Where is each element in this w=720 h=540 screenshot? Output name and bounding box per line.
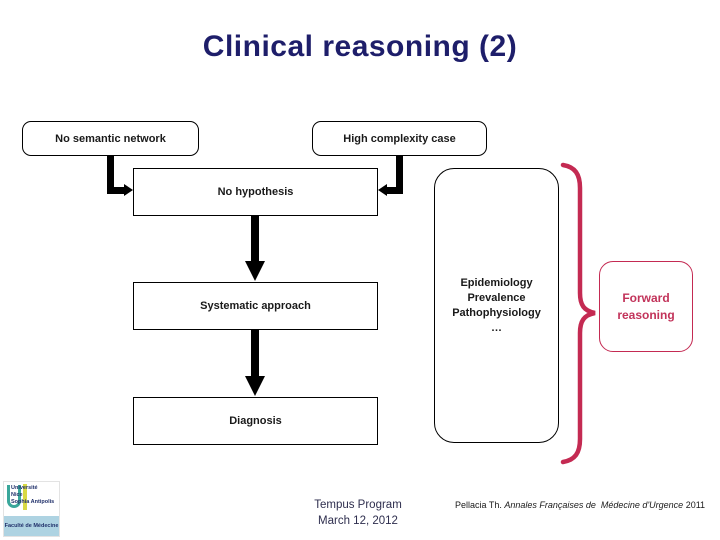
logo-yellow-bar-icon	[23, 484, 27, 510]
arrow-down-2-head-icon	[245, 376, 265, 396]
logo-university-line: Nice	[11, 492, 23, 498]
arrow-right-elbow-vertical	[396, 155, 403, 194]
arrow-down-2-shaft	[251, 330, 259, 377]
box-high-complexity-case: High complexity case	[312, 121, 487, 156]
logo-faculty-label: Faculté de Médecine	[4, 523, 59, 529]
citation-year: 2011	[683, 500, 706, 510]
logo-top-area: Université Nice Sophia Antipolis	[4, 482, 59, 516]
arrow-right-elbow-head-icon	[378, 184, 387, 196]
university-logo: Université Nice Sophia Antipolis Faculté…	[3, 481, 60, 537]
box-systematic-approach-label: Systematic approach	[200, 300, 311, 312]
logo-university-name: Université Nice Sophia Antipolis	[11, 485, 59, 506]
knowledge-line: …	[491, 321, 502, 334]
knowledge-line: Pathophysiology	[452, 306, 541, 319]
knowledge-line: Prevalence	[467, 291, 526, 304]
curly-brace-icon	[560, 162, 596, 465]
box-diagnosis-label: Diagnosis	[229, 415, 282, 427]
footer-program-date: March 12, 2012	[318, 515, 398, 527]
logo-university-line: Sophia Antipolis	[11, 499, 55, 505]
box-no-semantic-network: No semantic network	[22, 121, 199, 156]
arrow-left-elbow-head-icon	[124, 184, 133, 196]
box-no-hypothesis-label: No hypothesis	[217, 186, 294, 198]
arrow-down-1-shaft	[251, 216, 259, 262]
box-systematic-approach: Systematic approach	[133, 282, 378, 330]
arrow-left-elbow-vertical	[107, 155, 114, 194]
logo-faculty-band: Faculté de Médecine	[4, 516, 59, 536]
citation-journal: Annales Françaises de Médecine d'Urgence	[504, 500, 684, 510]
box-forward-reasoning: Forward reasoning	[599, 261, 693, 352]
forward-reasoning-line: Forward	[622, 290, 670, 305]
box-high-complexity-case-label: High complexity case	[343, 132, 456, 145]
box-no-semantic-network-label: No semantic network	[55, 132, 166, 145]
citation-author: Pellacia Th.	[455, 500, 505, 510]
box-diagnosis: Diagnosis	[133, 397, 378, 445]
logo-u-glyph-icon	[7, 485, 21, 508]
footer-citation: Pellacia Th. Annales Françaises de Médec…	[455, 500, 705, 510]
arrow-left-elbow-horizontal	[107, 187, 124, 194]
box-no-hypothesis: No hypothesis	[133, 168, 378, 216]
footer-program: Tempus Program March 12, 2012	[280, 497, 436, 529]
arrow-right-elbow-horizontal	[387, 187, 403, 194]
arrow-down-1-head-icon	[245, 261, 265, 281]
logo-university-line: Université	[11, 485, 38, 491]
box-knowledge-sources: Epidemiology Prevalence Pathophysiology …	[434, 168, 559, 443]
slide-title: Clinical reasoning (2)	[202, 30, 518, 63]
knowledge-line: Epidemiology	[460, 276, 533, 289]
footer-program-name: Tempus Program	[314, 499, 402, 511]
forward-reasoning-line: reasoning	[617, 307, 675, 322]
